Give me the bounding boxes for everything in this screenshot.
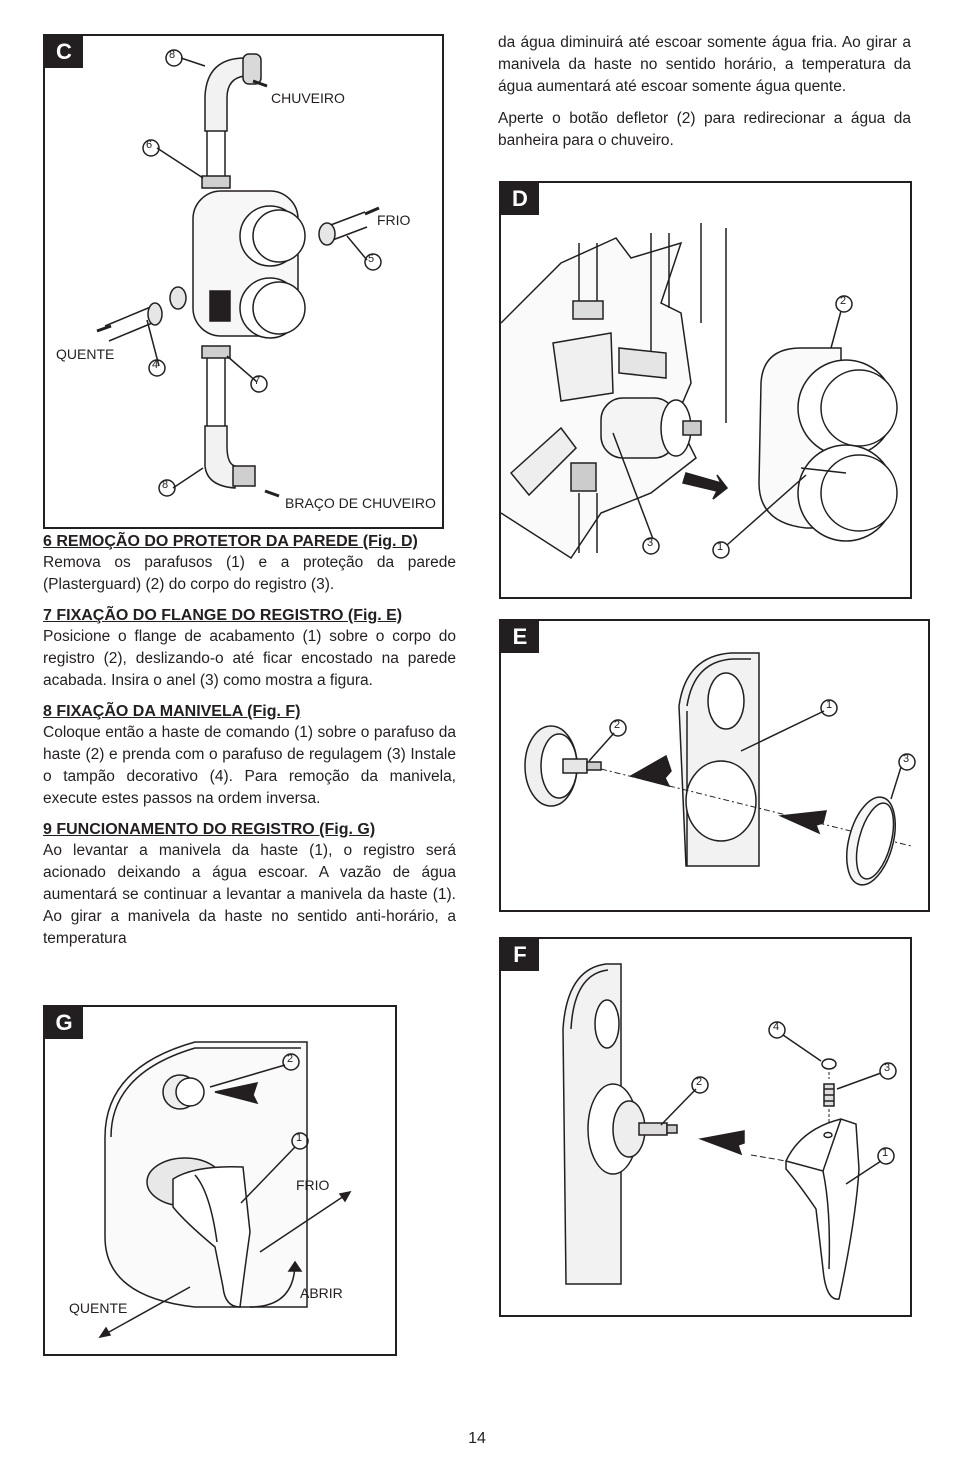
- figure-g-drawing: [98, 1041, 352, 1339]
- d-callout-3: 3: [647, 537, 654, 549]
- figure-c-letter: C: [45, 36, 83, 68]
- figure-e: E 1 2 3: [499, 619, 930, 912]
- g-label-quente: QUENTE: [69, 1300, 128, 1316]
- right-paragraph-1: da água diminuirá até escoar somente águ…: [498, 34, 911, 95]
- right-text-column: da água diminuirá até escoar somente águ…: [498, 32, 911, 152]
- section-6-body: Remova os parafusos (1) e a proteção da …: [43, 554, 456, 593]
- callout-5: 5: [368, 253, 375, 265]
- section-8-body: Coloque então a haste de comando (1) sob…: [43, 724, 456, 807]
- section-9-heading: 9 FUNCIONAMENTO DO REGISTRO (Fig. G): [43, 821, 376, 838]
- figure-f-drawing: [562, 963, 897, 1300]
- page-number: 14: [468, 1430, 486, 1447]
- section-9: 9 FUNCIONAMENTO DO REGISTRO (Fig. G) Ao …: [43, 820, 456, 950]
- figure-e-drawing: [524, 652, 916, 886]
- d-callout-1: 1: [717, 541, 724, 553]
- f-callout-4: 4: [773, 1021, 780, 1033]
- g-callout-1: 1: [296, 1132, 303, 1144]
- section-9-body: Ao levantar a manivela da haste (1), o r…: [43, 842, 456, 947]
- g-callout-2: 2: [287, 1053, 294, 1065]
- section-7: 7 FIXAÇÃO DO FLANGE DO REGISTRO (Fig. E)…: [43, 606, 456, 692]
- left-text-column: 6 REMOÇÃO DO PROTETOR DA PAREDE (Fig. D)…: [43, 532, 456, 950]
- figure-g: G 2 1 FRIO ABRIR QUENTE: [43, 1005, 397, 1356]
- e-callout-3: 3: [903, 753, 910, 765]
- section-8: 8 FIXAÇÃO DA MANIVELA (Fig. F) Coloque e…: [43, 702, 456, 810]
- section-6-heading: 6 REMOÇÃO DO PROTETOR DA PAREDE (Fig. D): [43, 533, 418, 550]
- section-6: 6 REMOÇÃO DO PROTETOR DA PAREDE (Fig. D)…: [43, 532, 456, 596]
- e-callout-1: 1: [826, 699, 833, 711]
- section-8-heading: 8 FIXAÇÃO DA MANIVELA (Fig. F): [43, 703, 301, 720]
- label-frio: FRIO: [377, 212, 411, 228]
- f-callout-1: 1: [882, 1147, 889, 1159]
- figure-f: F 4 3 2 1: [499, 937, 912, 1317]
- g-label-frio: FRIO: [296, 1177, 330, 1193]
- figure-d-letter: D: [501, 183, 539, 215]
- callout-6: 6: [146, 139, 153, 151]
- figure-c-drawing: [96, 49, 382, 498]
- f-callout-3: 3: [884, 1062, 891, 1074]
- callout-4: 4: [152, 359, 159, 371]
- g-label-abrir: ABRIR: [300, 1285, 343, 1301]
- section-7-heading: 7 FIXAÇÃO DO FLANGE DO REGISTRO (Fig. E): [43, 607, 403, 624]
- figure-d: D 2 3 1: [499, 181, 912, 599]
- f-callout-2: 2: [696, 1076, 703, 1088]
- figure-c: C 8 6 5 4 7 8 CHUVEIRO FRIO QUENTE BRAÇO…: [43, 34, 444, 529]
- callout-7: 7: [254, 375, 261, 387]
- label-chuveiro: CHUVEIRO: [271, 90, 345, 106]
- figure-g-letter: G: [45, 1007, 83, 1039]
- d-callout-2: 2: [840, 295, 847, 307]
- section-7-body: Posicione o flange de acabamento (1) sob…: [43, 628, 456, 689]
- label-braco-de-chuveiro: BRAÇO DE CHUVEIRO: [285, 495, 436, 511]
- figure-d-drawing: [501, 223, 898, 560]
- callout-8-bottom: 8: [162, 479, 169, 491]
- figure-e-letter: E: [501, 621, 539, 653]
- figure-f-letter: F: [501, 939, 539, 971]
- callout-8-top: 8: [169, 49, 176, 61]
- label-quente: QUENTE: [56, 346, 115, 362]
- e-callout-2: 2: [614, 719, 621, 731]
- right-paragraph-2: Aperte o botão defletor (2) para redirec…: [498, 110, 911, 149]
